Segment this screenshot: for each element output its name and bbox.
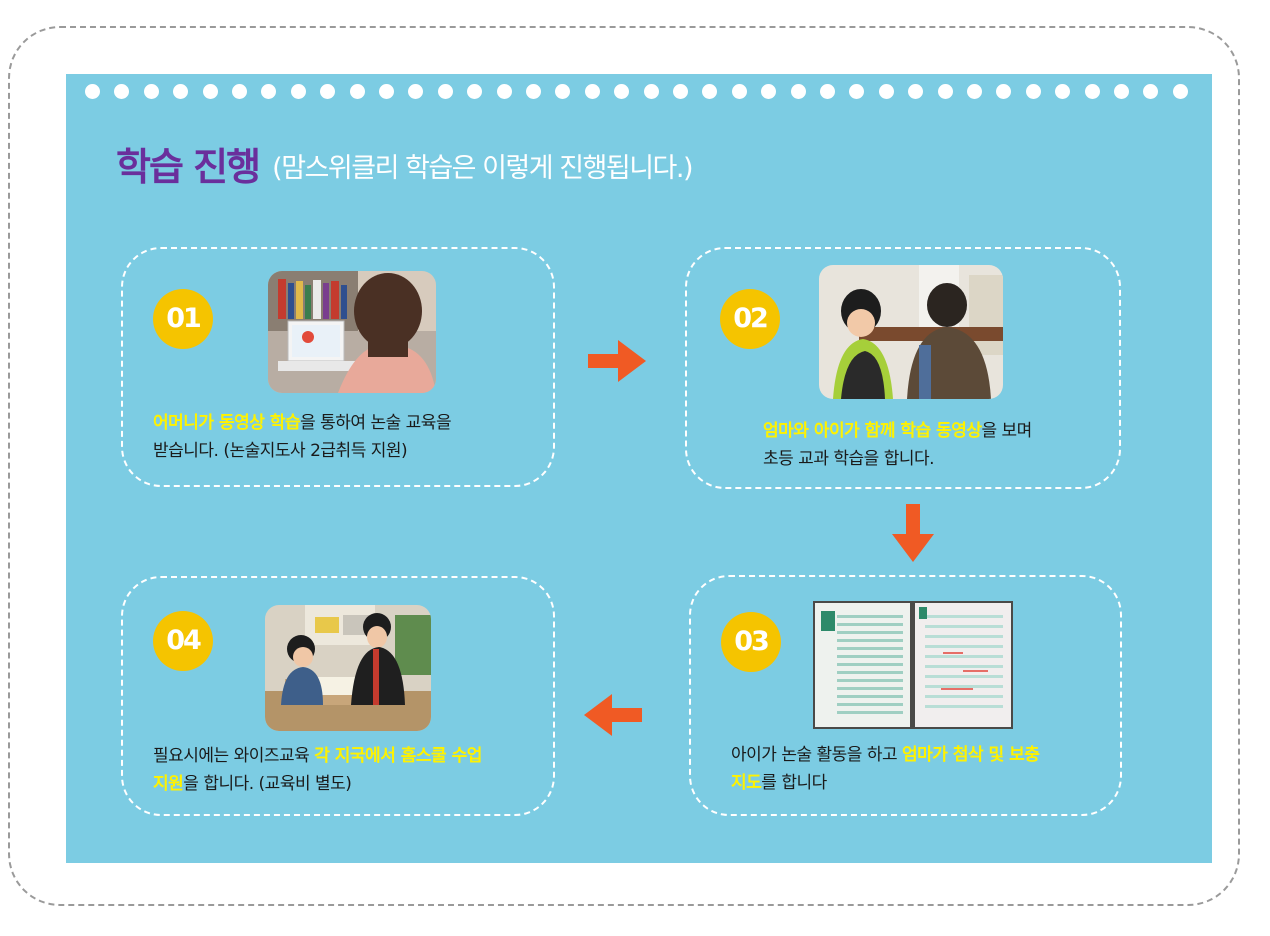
step-01-caption-highlight: 어머니가 동영상 학습 — [153, 413, 301, 433]
step-01-photo — [268, 271, 436, 393]
step-04-caption: 필요시에는 와이즈교육 각 지국에서 홈스쿨 수업 지원을 합니다. (교육비 … — [153, 742, 482, 798]
step-03-number-badge: 03 — [721, 612, 781, 672]
step-01-caption-text: 받습니다. (논술지도사 2급취득 지원) — [153, 441, 408, 461]
step-04-caption-highlight: 지원 — [153, 774, 184, 794]
step-02-photo — [819, 265, 1003, 399]
notebook-dot — [349, 84, 365, 99]
notebook-dot — [261, 84, 277, 99]
notebook-dots-border — [66, 74, 1212, 114]
step-01-number-badge: 01 — [153, 289, 213, 349]
section-header: 학습 진행 (맘스위클리 학습은 이렇게 진행됩니다.) — [116, 136, 694, 191]
step-04-number-badge: 04 — [153, 611, 213, 671]
outer-dashed-frame — [8, 26, 1240, 906]
step-03-caption: 아이가 논술 활동을 하고 엄마가 첨삭 및 보충 지도를 합니다 — [731, 741, 1040, 797]
step-03-card: 03 — [689, 575, 1122, 816]
process-panel: 학습 진행 (맘스위클리 학습은 이렇게 진행됩니다.) 01 — [66, 74, 1212, 863]
step-02-caption-line2: 초등 교과 학습을 합니다. — [763, 445, 1032, 473]
notebook-dot — [1025, 84, 1041, 99]
notebook-dot — [584, 84, 600, 99]
step-02-caption-highlight: 엄마와 아이가 함께 학습 동영상 — [763, 421, 982, 441]
step-02-number-badge: 02 — [720, 289, 780, 349]
notebook-dot — [85, 84, 100, 99]
notebook-dot — [1055, 84, 1071, 99]
step-03-caption-text: 를 합니다 — [761, 773, 827, 793]
notebook-dot — [555, 84, 571, 99]
notebook-dot — [496, 84, 512, 99]
notebook-dot — [849, 84, 865, 99]
step-04-caption-text: 필요시에는 와이즈교육 — [153, 746, 315, 766]
step-01-card: 01 — [121, 247, 555, 487]
step-02-caption-text: 초등 교과 학습을 합니다. — [763, 449, 935, 469]
notebook-dot — [437, 84, 453, 99]
step-02-card: 02 엄마와 아이가 함께 학습 동영상을 보며 초등 교과 학습을 — [685, 247, 1121, 489]
notebook-dot — [290, 84, 306, 99]
step-04-photo — [265, 605, 431, 731]
step-04-card: 04 필요시에는 와이즈교육 각 지국에서 — [121, 576, 555, 816]
notebook-dot — [731, 84, 747, 99]
arrow-down-icon — [892, 504, 934, 562]
notebook-dot — [232, 84, 247, 99]
step-03-caption-line2: 지도를 합니다 — [731, 769, 1039, 797]
step-04-caption-highlight: 각 지국에서 홈스쿨 수업 — [314, 746, 482, 766]
notebook-dot — [1114, 84, 1129, 99]
section-title: 학습 진행 — [116, 145, 261, 189]
notebook-dot — [1172, 84, 1188, 99]
step-03-caption-text: 아이가 논술 활동을 하고 — [731, 745, 903, 765]
section-subtitle: (맘스위클리 학습은 이렇게 진행됩니다.) — [272, 153, 693, 184]
step-02-caption-text: 을 보며 — [981, 421, 1033, 441]
arrow-right-icon — [588, 340, 646, 382]
notebook-dot — [820, 84, 835, 99]
step-04-caption-line2: 지원을 합니다. (교육비 별도) — [153, 770, 482, 798]
notebook-dot — [878, 84, 894, 99]
notebook-dot — [379, 84, 394, 99]
notebook-dot — [467, 84, 483, 99]
step-03-photo — [813, 601, 1013, 729]
step-01-caption-line1: 어머니가 동영상 학습을 통하여 논술 교육을 — [153, 409, 452, 437]
arrow-left-icon — [584, 694, 642, 736]
notebook-dot — [143, 84, 159, 99]
notebook-dot — [643, 84, 659, 99]
step-03-caption-line1: 아이가 논술 활동을 하고 엄마가 첨삭 및 보충 — [731, 741, 1040, 769]
step-03-caption-highlight: 엄마가 첨삭 및 보충 — [902, 745, 1040, 765]
notebook-dot — [702, 84, 718, 99]
step-04-caption-line1: 필요시에는 와이즈교육 각 지국에서 홈스쿨 수업 — [153, 742, 482, 770]
notebook-dot — [790, 84, 806, 99]
notebook-dot — [114, 84, 130, 99]
notebook-dot — [761, 84, 777, 99]
notebook-dot — [614, 84, 630, 99]
notebook-dot — [408, 84, 424, 99]
step-03-caption-highlight: 지도 — [731, 773, 762, 793]
notebook-dot — [908, 84, 924, 99]
step-01-caption-line2: 받습니다. (논술지도사 2급취득 지원) — [153, 437, 451, 465]
step-02-caption-line1: 엄마와 아이가 함께 학습 동영상을 보며 — [763, 417, 1032, 445]
notebook-dot — [1143, 84, 1159, 99]
notebook-dot — [202, 84, 218, 99]
step-02-caption: 엄마와 아이가 함께 학습 동영상을 보며 초등 교과 학습을 합니다. — [763, 417, 1032, 473]
step-01-caption: 어머니가 동영상 학습을 통하여 논술 교육을 받습니다. (논술지도사 2급취… — [153, 409, 452, 465]
notebook-dot — [526, 84, 541, 99]
notebook-dot — [320, 84, 336, 99]
notebook-dot — [173, 84, 189, 99]
notebook-dot — [967, 84, 982, 99]
notebook-dot — [937, 84, 953, 99]
notebook-dot — [1084, 84, 1100, 99]
notebook-dot — [996, 84, 1012, 99]
step-04-caption-text: 을 합니다. (교육비 별도) — [183, 774, 352, 794]
notebook-dot — [673, 84, 688, 99]
step-01-caption-text: 을 통하여 논술 교육을 — [300, 413, 452, 433]
